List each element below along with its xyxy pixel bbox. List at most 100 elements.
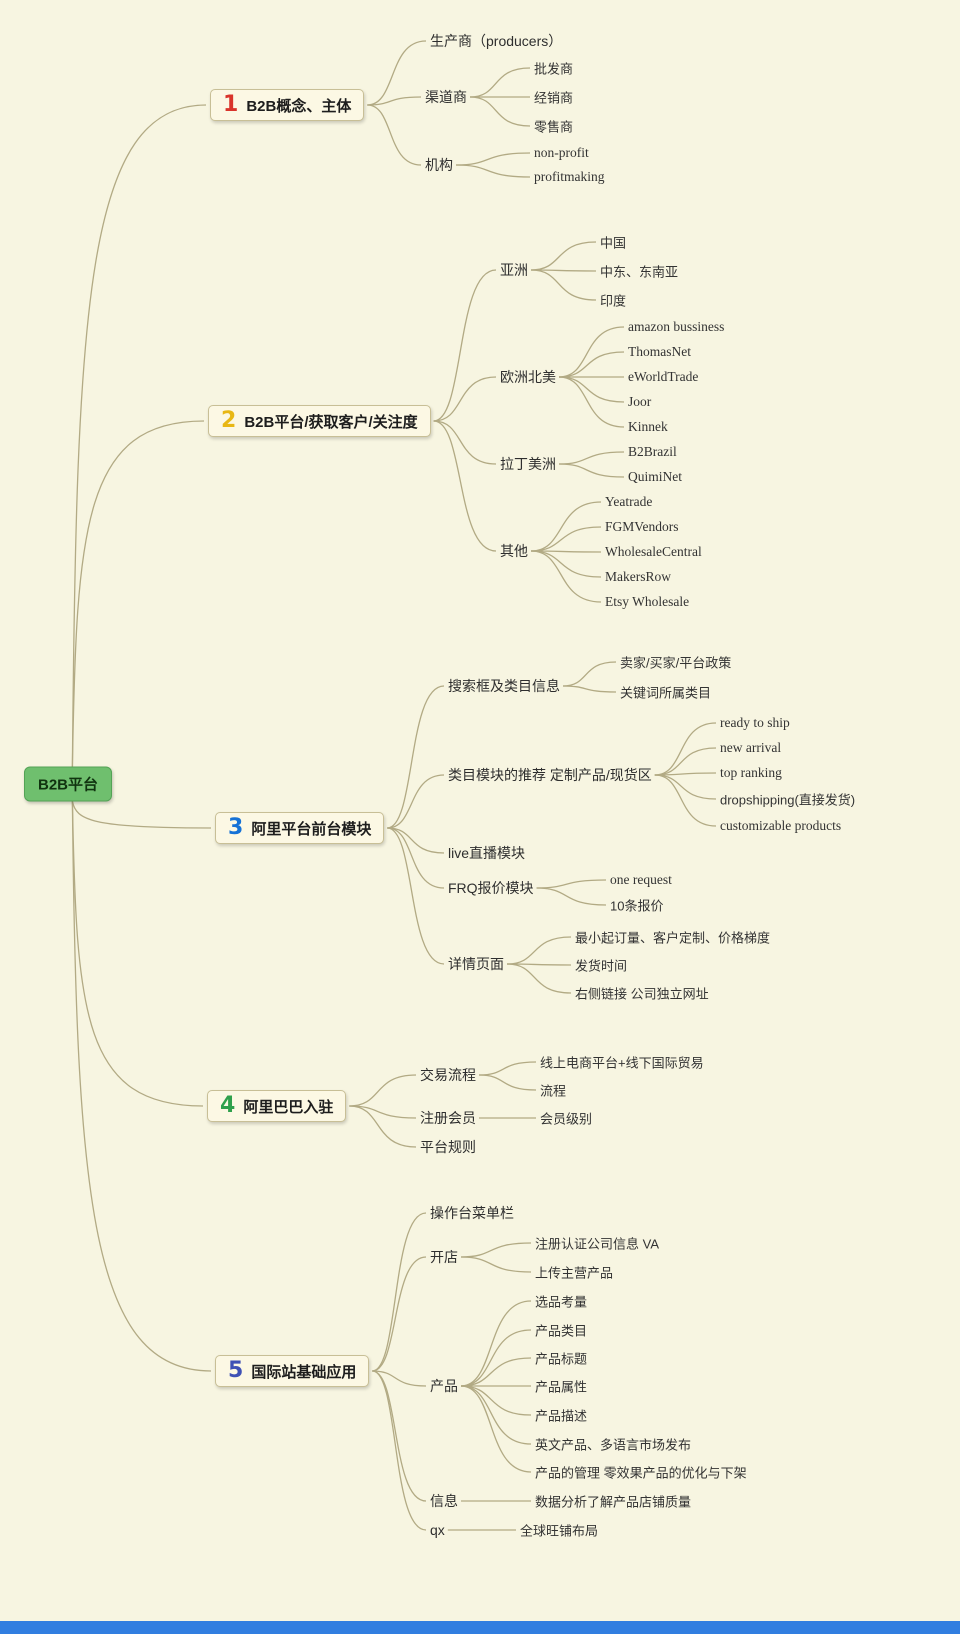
subtopic-node[interactable]: 产品标题 <box>535 1351 588 1367</box>
subtopic-node[interactable]: 发货时间 <box>575 958 628 974</box>
connector-line <box>460 1385 532 1416</box>
connector-line <box>455 164 531 178</box>
subtopic-node[interactable]: 关键词所属类目 <box>620 685 712 701</box>
subtopic-node[interactable]: top ranking <box>720 765 782 780</box>
subtopic-node[interactable]: 会员级别 <box>540 1111 593 1127</box>
branch-number: 5 <box>228 1358 244 1383</box>
connector-line <box>433 420 497 552</box>
connector-line <box>654 774 717 800</box>
subtopic-node[interactable]: B2Brazil <box>628 444 677 459</box>
subtopic-node[interactable]: FGMVendors <box>605 519 679 534</box>
branch-node-3[interactable]: 3 阿里平台前台模块 <box>215 812 385 844</box>
subtopic-node[interactable]: 英文产品、多语言市场发布 <box>535 1437 692 1453</box>
subtopic-node[interactable]: 数据分析了解产品店铺质量 <box>535 1494 692 1510</box>
connector-line <box>469 67 531 98</box>
connector-line <box>71 801 204 1107</box>
subtopic-node[interactable]: non-profit <box>534 145 589 160</box>
subtopic-node[interactable]: WholesaleCentral <box>605 544 702 559</box>
connector-line <box>460 1256 532 1273</box>
subtopic-node[interactable]: 注册认证公司信息 VA <box>535 1236 659 1252</box>
subtopic-node[interactable]: 上传主营产品 <box>535 1265 614 1281</box>
subtopic-node[interactable]: 批发商 <box>534 61 574 77</box>
topic-node[interactable]: qx <box>430 1522 445 1538</box>
connector-line <box>562 685 617 693</box>
connector-line <box>387 827 445 965</box>
topic-node[interactable]: 生产商（producers） <box>430 33 563 49</box>
subtopic-node[interactable]: 全球旺铺布局 <box>520 1523 599 1539</box>
subtopic-node[interactable]: Kinnek <box>628 419 668 434</box>
subtopic-node[interactable]: Yeatrade <box>605 494 653 509</box>
subtopic-node[interactable]: 最小起订量、客户定制、价格梯度 <box>575 930 771 946</box>
subtopic-node[interactable]: 印度 <box>600 293 627 309</box>
connector-line <box>460 1300 532 1387</box>
connector-line <box>478 1061 537 1076</box>
subtopic-node[interactable]: 流程 <box>540 1083 567 1099</box>
connector-line <box>530 241 597 271</box>
topic-node[interactable]: 注册会员 <box>420 1110 476 1126</box>
subtopic-node[interactable]: 零售商 <box>534 119 574 135</box>
subtopic-node[interactable]: 右侧链接 公司独立网址 <box>575 986 709 1002</box>
subtopic-node[interactable]: 产品属性 <box>535 1379 588 1395</box>
subtopic-node[interactable]: customizable products <box>720 818 842 833</box>
horizontal-scrollbar[interactable] <box>0 1621 960 1634</box>
subtopic-node[interactable]: dropshipping(直接发货) <box>720 792 856 808</box>
topic-node[interactable]: 信息 <box>430 1493 458 1509</box>
topic-node[interactable]: 机构 <box>425 157 453 173</box>
subtopic-node[interactable]: one request <box>610 872 672 887</box>
root-topic[interactable]: B2B平台 <box>24 766 113 802</box>
connector-line <box>530 550 602 578</box>
topic-node[interactable]: 操作台菜单栏 <box>430 1205 514 1221</box>
topic-node[interactable]: 开店 <box>430 1249 458 1265</box>
subtopic-node[interactable]: 产品描述 <box>535 1408 588 1424</box>
connector-line <box>71 104 207 767</box>
topic-node[interactable]: 其他 <box>500 543 528 559</box>
subtopic-node[interactable]: 卖家/买家/平台政策 <box>620 655 732 671</box>
subtopic-node[interactable]: eWorldTrade <box>628 369 699 384</box>
subtopic-node[interactable]: Joor <box>628 394 652 409</box>
subtopic-node[interactable]: profitmaking <box>534 169 605 184</box>
topic-node[interactable]: 类目模块的推荐 定制产品/现货区 <box>448 767 652 783</box>
connector-line <box>530 269 597 301</box>
connector-line <box>506 936 572 965</box>
subtopic-node[interactable]: QuimiNet <box>628 469 682 484</box>
subtopic-node[interactable]: Etsy Wholesale <box>605 594 690 609</box>
subtopic-node[interactable]: 选品考量 <box>535 1294 588 1310</box>
subtopic-node[interactable]: 产品类目 <box>535 1323 588 1339</box>
connector-line <box>558 451 625 465</box>
subtopic-node[interactable]: 10条报价 <box>610 898 664 914</box>
branch-node-4[interactable]: 4 阿里巴巴入驻 <box>207 1090 347 1122</box>
subtopic-node[interactable]: 中国 <box>600 235 627 251</box>
topic-node[interactable]: 拉丁美洲 <box>500 456 556 472</box>
connector-line <box>372 1370 427 1531</box>
branch-node-2[interactable]: 2 B2B平台/获取客户/关注度 <box>208 405 431 437</box>
connector-line <box>469 96 531 127</box>
connector-line <box>433 376 497 422</box>
topic-node[interactable]: 渠道商 <box>425 89 467 105</box>
topic-node[interactable]: 交易流程 <box>420 1067 476 1083</box>
topic-node[interactable]: live直播模块 <box>448 845 526 861</box>
connector-line <box>558 326 625 378</box>
subtopic-node[interactable]: 线上电商平台+线下国际贸易 <box>540 1055 704 1071</box>
topic-node[interactable]: 搜索框及类目信息 <box>448 678 560 694</box>
branch-label: 国际站基础应用 <box>251 1363 357 1381</box>
subtopic-node[interactable]: ThomasNet <box>628 344 691 359</box>
topic-node[interactable]: 欧洲北美 <box>500 369 556 385</box>
topic-node[interactable]: 平台规则 <box>420 1139 476 1155</box>
connector-line <box>372 1370 427 1502</box>
subtopic-node[interactable]: amazon bussiness <box>628 319 725 334</box>
topic-node[interactable]: 产品 <box>430 1378 458 1394</box>
connector-line <box>349 1074 417 1107</box>
branch-node-5[interactable]: 5 国际站基础应用 <box>215 1355 370 1387</box>
branch-node-1[interactable]: 1 B2B概念、主体 <box>210 89 365 121</box>
topic-node[interactable]: FRQ报价模块 <box>448 880 534 896</box>
connector-line <box>460 1329 532 1387</box>
subtopic-node[interactable]: 产品的管理 零效果产品的优化与下架 <box>535 1465 747 1481</box>
subtopic-node[interactable]: 中东、东南亚 <box>600 264 679 280</box>
subtopic-node[interactable]: new arrival <box>720 740 782 755</box>
subtopic-node[interactable]: ready to ship <box>720 715 790 730</box>
topic-node[interactable]: 亚洲 <box>500 262 528 278</box>
subtopic-node[interactable]: MakersRow <box>605 569 671 584</box>
subtopic-node[interactable]: 经销商 <box>534 90 574 106</box>
topic-node[interactable]: 详情页面 <box>448 956 504 972</box>
connector-line <box>367 40 427 106</box>
